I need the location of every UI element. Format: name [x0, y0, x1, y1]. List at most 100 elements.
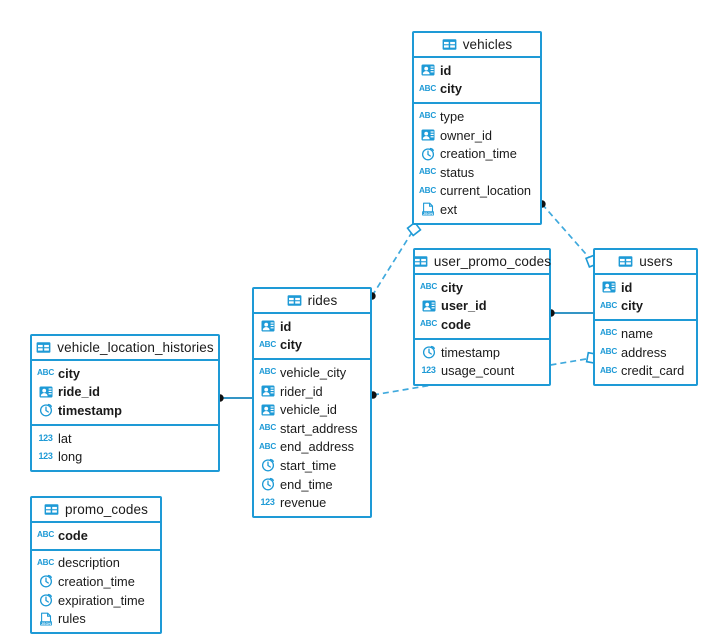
table-title: promo_codes: [65, 502, 148, 517]
column-row-expiration_time[interactable]: expiration_time: [32, 591, 160, 610]
column-name: id: [440, 62, 452, 78]
abc-icon: ABC: [258, 423, 277, 433]
123-icon: 123: [38, 451, 53, 462]
column-row-creation_time[interactable]: creation_time: [414, 144, 540, 163]
primary-key-row-ride_id[interactable]: ride_id: [32, 383, 218, 402]
abc-icon: ABC: [258, 339, 277, 349]
primary-key-row-id[interactable]: id: [414, 61, 540, 80]
person-badge-icon: [421, 298, 436, 313]
clock-icon: [421, 345, 436, 360]
abc-icon: ABC: [418, 185, 437, 195]
abc-icon: ABC: [418, 83, 437, 93]
primary-key-row-timestamp[interactable]: timestamp: [32, 401, 218, 420]
abc-icon: ABC: [419, 282, 438, 292]
relationship-upc-users: [547, 309, 593, 317]
table-header-rides[interactable]: rides: [254, 289, 370, 314]
table-header-vehicles[interactable]: vehicles: [414, 33, 540, 58]
table-header-user_promo_codes[interactable]: user_promo_codes: [413, 250, 552, 275]
table-header-users[interactable]: users: [595, 250, 696, 275]
table-header-promo_codes[interactable]: promo_codes: [32, 498, 160, 523]
column-name: owner_id: [440, 127, 492, 143]
abc-icon: ABC: [419, 319, 438, 329]
column-name: id: [280, 318, 292, 334]
column-row-timestamp[interactable]: timestamp: [415, 343, 549, 362]
person-badge-icon: [420, 63, 435, 78]
table-grid-icon: [413, 254, 428, 269]
column-name: status: [440, 164, 475, 180]
column-name: id: [621, 279, 633, 295]
column-row-vehicle_id[interactable]: vehicle_id: [254, 400, 370, 419]
column-row-creation_time[interactable]: creation_time: [32, 572, 160, 591]
column-name: user_id: [441, 298, 487, 314]
edge-line: [371, 228, 415, 297]
abc-icon: ABC: [599, 346, 618, 356]
column-name: timestamp: [441, 344, 501, 360]
column-row-start_time[interactable]: start_time: [254, 456, 370, 475]
column-name: rider_id: [280, 383, 323, 399]
column-name: credit_card: [621, 363, 685, 379]
primary-key-row-id[interactable]: id: [254, 317, 370, 336]
svg-text:JSON: JSON: [40, 621, 50, 625]
table-title: users: [639, 254, 673, 269]
column-row-long[interactable]: 123 long: [32, 447, 218, 466]
column-name: code: [441, 316, 471, 332]
column-row-lat[interactable]: 123 lat: [32, 429, 218, 448]
table-grid-icon: [442, 37, 457, 52]
column-row-rider_id[interactable]: rider_id: [254, 382, 370, 401]
column-row-owner_id[interactable]: owner_id: [414, 126, 540, 145]
table-header-vehicle_location_histories[interactable]: vehicle_location_histories: [32, 336, 218, 361]
relationship-vlh-rides: [216, 394, 252, 402]
primary-key-row-id[interactable]: id: [595, 278, 696, 297]
column-name: start_address: [280, 420, 358, 436]
column-name: start_time: [280, 457, 337, 473]
person-badge-icon: [601, 280, 616, 295]
abc-icon: ABC: [599, 365, 618, 375]
column-name: address: [621, 344, 667, 360]
json-file-icon: JSON: [420, 202, 435, 217]
column-name: creation_time: [440, 146, 517, 162]
json-file-icon: JSON: [38, 611, 53, 626]
primary-key-row-user_id[interactable]: user_id: [415, 297, 549, 316]
abc-icon: ABC: [36, 530, 55, 540]
column-name: lat: [58, 430, 72, 446]
123-icon: 123: [38, 432, 53, 443]
table-title: user_promo_codes: [433, 254, 552, 269]
column-name: long: [58, 449, 83, 465]
column-row-end_time[interactable]: end_time: [254, 475, 370, 494]
person-badge-icon: [260, 402, 275, 417]
